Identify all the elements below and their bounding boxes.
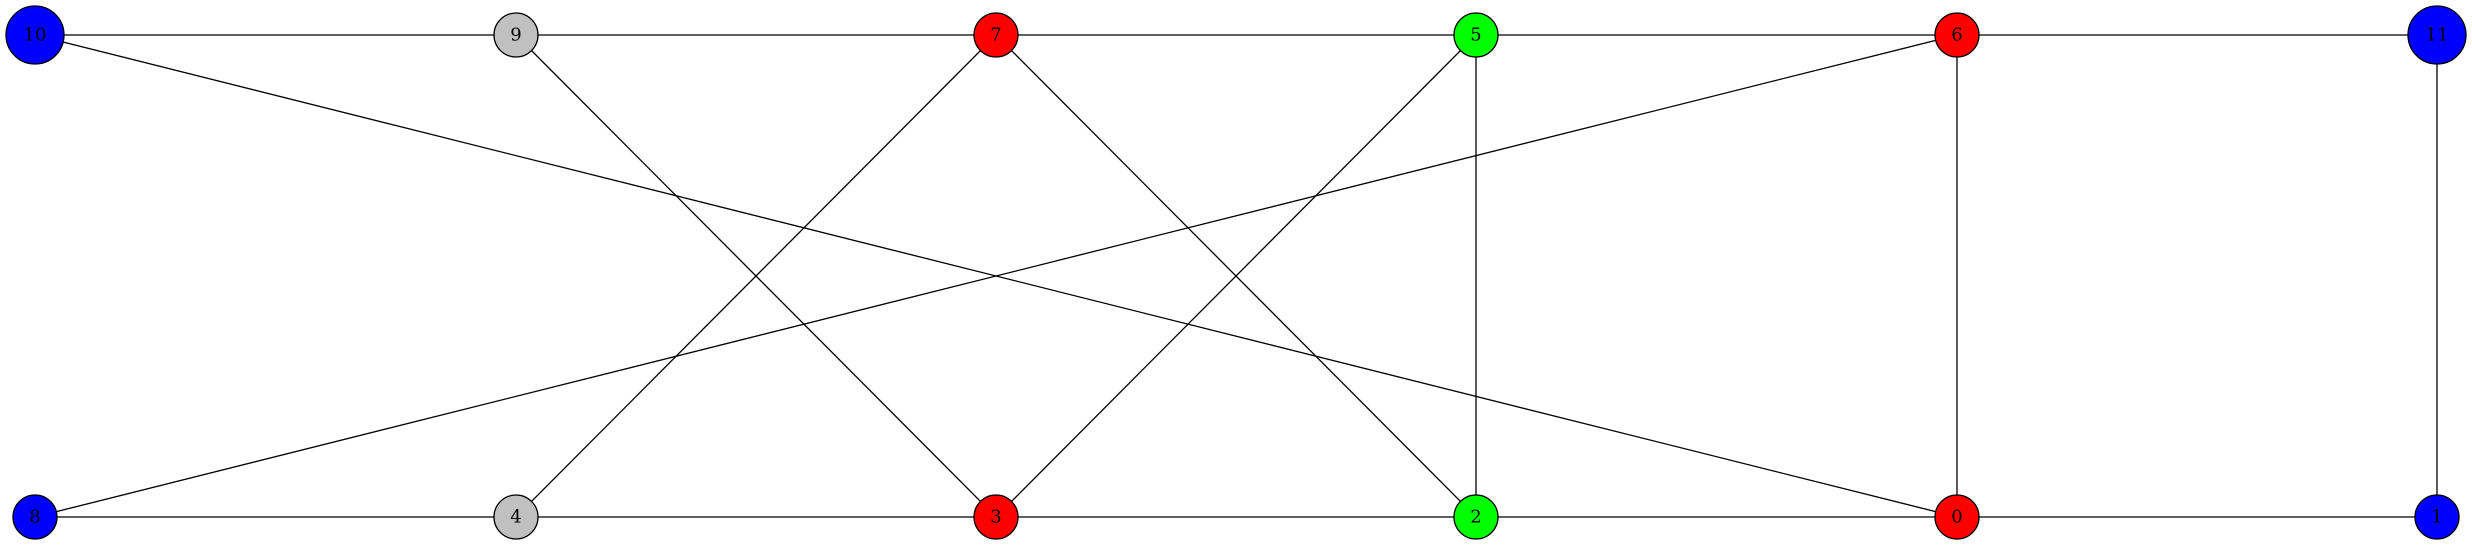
node-circle <box>973 12 1019 58</box>
node-label: 1 <box>2431 507 2442 528</box>
node-0: 0 <box>1934 494 1980 540</box>
edge-7-4 <box>515 34 997 518</box>
node-circle <box>1934 494 1980 540</box>
node-label: 10 <box>24 25 47 46</box>
node-11: 11 <box>2407 5 2467 65</box>
node-circle <box>493 12 539 58</box>
node-6: 6 <box>1934 12 1980 58</box>
node-circle <box>493 494 539 540</box>
node-label: 5 <box>1470 25 1481 46</box>
node-circle <box>973 494 1019 540</box>
edge-5-3 <box>995 34 1477 518</box>
node-4: 4 <box>493 494 539 540</box>
edge-6-8 <box>34 34 1958 518</box>
node-10: 10 <box>5 5 65 65</box>
node-label: 11 <box>2426 25 2449 46</box>
node-1: 1 <box>2414 494 2460 540</box>
node-8: 8 <box>12 494 58 540</box>
node-9: 9 <box>493 12 539 58</box>
node-label: 6 <box>1951 25 1962 46</box>
node-circle <box>1934 12 1980 58</box>
node-label: 4 <box>510 507 521 528</box>
node-label: 9 <box>510 25 521 46</box>
node-5: 5 <box>1453 12 1499 58</box>
node-2: 2 <box>1453 494 1499 540</box>
node-circle <box>12 494 58 540</box>
node-label: 8 <box>29 507 40 528</box>
node-circle <box>2407 5 2467 65</box>
node-circle <box>1453 12 1499 58</box>
node-circle <box>5 5 65 65</box>
node-label: 2 <box>1470 507 1481 528</box>
nodes: 0 1 2 3 4 5 6 7 8 9 10 11 <box>5 5 2467 540</box>
node-label: 3 <box>990 507 1001 528</box>
node-3: 3 <box>973 494 1019 540</box>
node-label: 0 <box>1951 507 1962 528</box>
node-7: 7 <box>973 12 1019 58</box>
edges <box>34 34 2438 518</box>
node-label: 7 <box>990 25 1001 46</box>
node-circle <box>2414 494 2460 540</box>
node-circle <box>1453 494 1499 540</box>
